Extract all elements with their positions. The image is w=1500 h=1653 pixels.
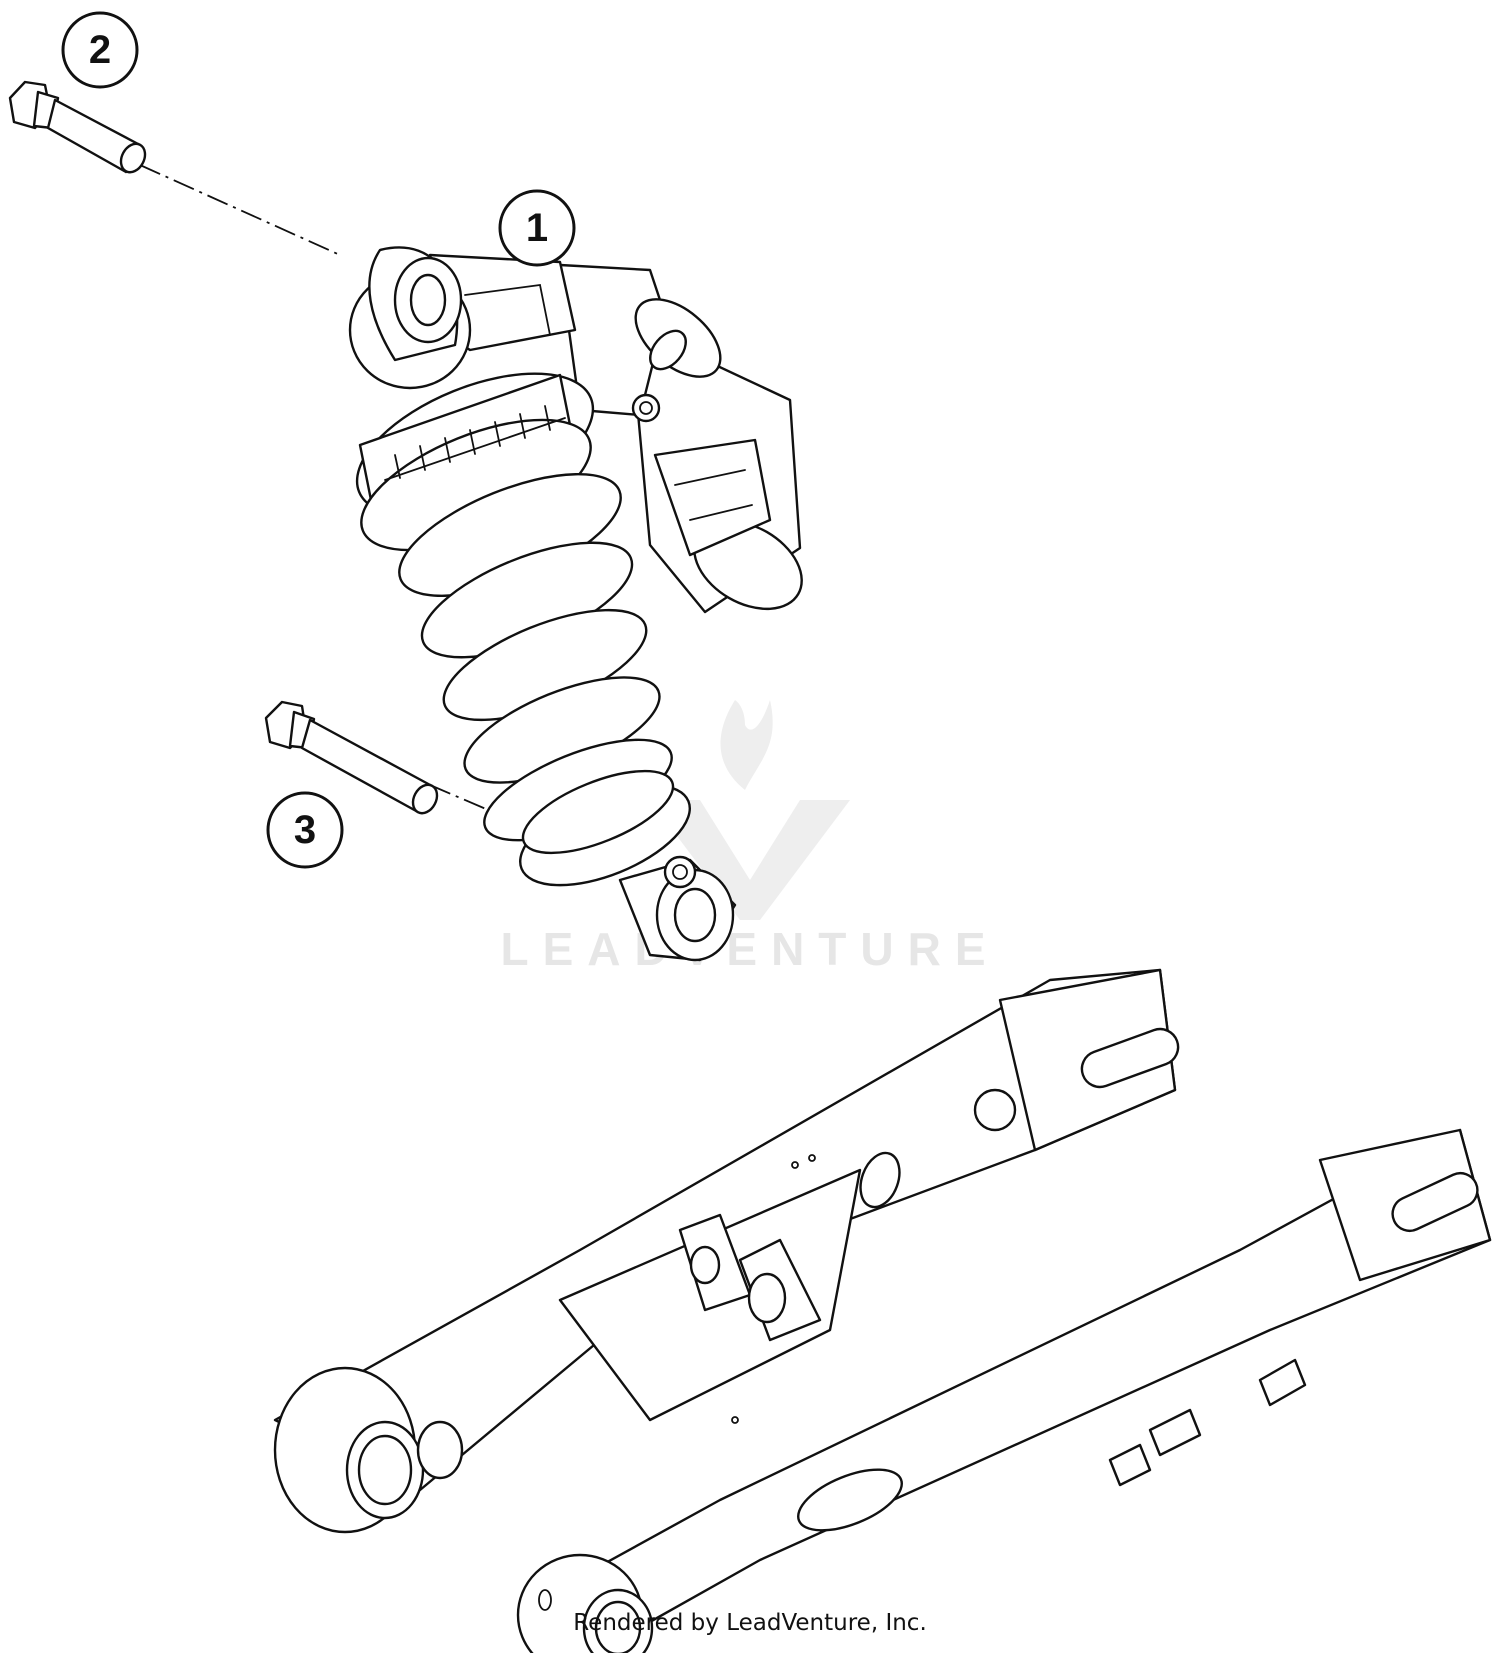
callout-3: 3 xyxy=(266,791,344,869)
swingarm xyxy=(273,968,1492,1653)
render-credit: Rendered by LeadVenture, Inc. xyxy=(573,1610,927,1636)
shock-absorber xyxy=(348,246,803,962)
watermark-logo: LEADVENTURE xyxy=(500,700,999,975)
callout-3-label: 3 xyxy=(294,808,316,852)
callout-1: 1 xyxy=(498,189,576,267)
callout-1-label: 1 xyxy=(526,206,548,250)
callout-2-label: 2 xyxy=(89,28,111,72)
alignment-line-upper xyxy=(139,164,341,256)
callout-2: 2 xyxy=(61,11,139,89)
watermark-text: LEADVENTURE xyxy=(500,923,999,975)
upper-bolt xyxy=(8,80,147,174)
lower-bolt xyxy=(264,700,439,815)
